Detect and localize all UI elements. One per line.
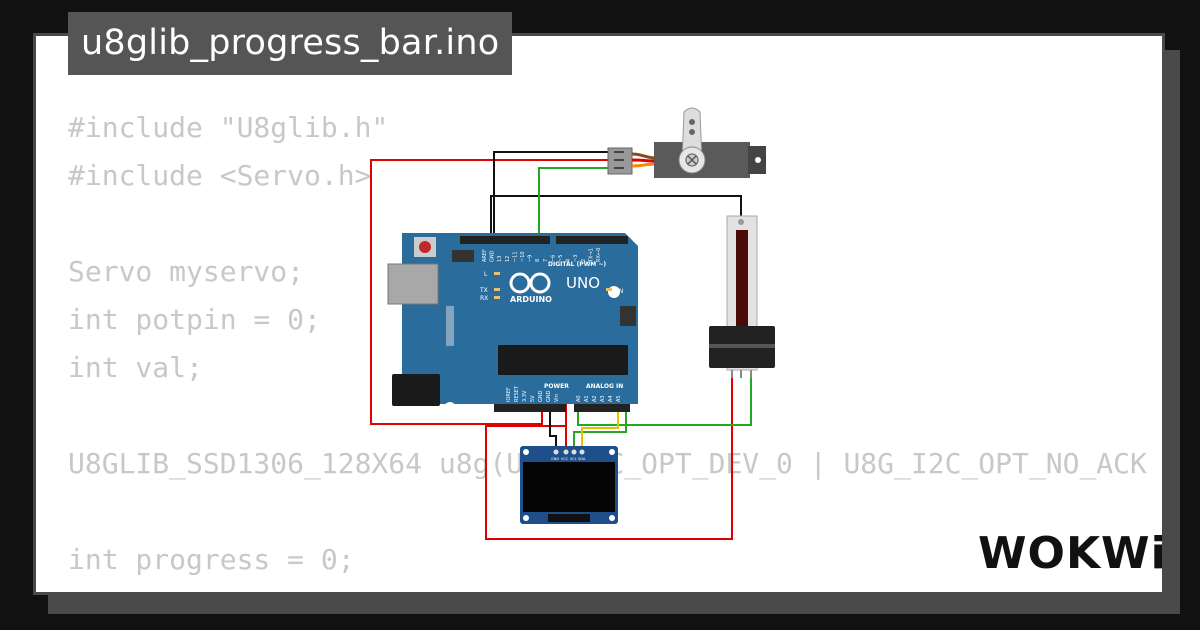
pin-label: RESET [514,385,520,402]
reset-button[interactable] [419,241,431,253]
pin-label: A4 [608,395,614,402]
digital-label: DIGITAL (PWM ~) [548,261,606,268]
code-line: Servo myservo; [68,255,305,288]
code-line: void setup() { [68,584,1162,592]
pin-label: GND [538,390,544,402]
wire-gnd-pot [490,195,742,240]
power-jack-icon [392,374,440,406]
pin-label: GND [546,390,552,402]
pin-label: ~10 [520,251,526,262]
pin-label: Vin [554,394,560,402]
arduino-uno-board[interactable]: UNO ARDUINO DIGITAL (PWM ~) POWER ANALOG… [387,233,638,414]
pin-label: ~3 [573,255,579,262]
code-line: int potpin = 0; [68,303,321,336]
led-label-tx: TX [479,287,488,294]
wires [370,151,752,540]
led-label-l: L [484,271,488,278]
code-line: #include "U8glib.h" [68,111,389,144]
pin-label: 13 [497,256,503,262]
power-label: POWER [544,383,569,390]
oled-display[interactable]: GND VCC SCL SDA [520,446,618,524]
code-line: #include <Servo.h> [68,159,372,192]
sketch-title: u8glib_progress_bar.ino [68,12,513,75]
servo-motor[interactable] [607,107,766,178]
oled-screen [523,462,615,512]
pin-label: IOREF [506,387,512,402]
usb-port-icon [387,263,439,305]
code-line: int progress = 0; [68,543,355,576]
slide-potentiometer[interactable] [709,215,775,378]
wire-gnd-servo [493,151,613,240]
pin-label: GND [490,250,496,262]
pin-label: 7 [543,259,549,262]
wire-pwm-servo [538,167,613,240]
pin-label: A2 [592,395,598,402]
wokwi-logo: WOKWi [978,528,1167,579]
wire-scl-oled [573,404,627,450]
pin-label: 3.3V [522,390,528,402]
on-label: ON [614,288,623,295]
oled-pin-vcc: VCC [561,457,569,461]
pin-label: A1 [584,395,590,402]
pin-label: A5 [616,395,622,402]
microcontroller-chip [498,345,628,375]
oled-pin-sda: SDA [578,457,586,461]
arduino-logo-icon [509,272,551,294]
led-label-rx: RX [480,295,488,302]
pin-label: 12 [505,256,511,262]
pin-label: 4 [566,259,572,262]
pin-label: A3 [600,395,606,402]
pin-label: 8 [535,259,541,262]
pin-label: A0 [576,395,582,402]
pin-label: ~9 [528,255,534,262]
oled-pin-scl: SCL [570,457,577,461]
pin-label: 2 [581,259,587,262]
analog-label: ANALOG IN [586,383,623,390]
pin-label: RX←0 [596,248,602,262]
pin-label: 5V [530,395,536,402]
pin-label: TX→1 [588,248,594,263]
oled-pin-gnd: GND [551,457,559,461]
pin-label: ~6 [550,255,556,262]
wire-a0-pot [577,375,752,426]
wire-gnd-oled [549,404,557,450]
pin-label: ~5 [558,255,564,262]
wire-5v-servo [370,159,613,425]
code-line: int val; [68,351,203,384]
pin-label: ~11 [512,251,518,262]
wire-5v-oled [485,375,733,540]
wire-sda-oled [581,404,619,450]
board-brand-label: ARDUINO [510,295,552,304]
pin-label: AREF [482,249,488,262]
board-model-label: UNO [566,274,600,292]
